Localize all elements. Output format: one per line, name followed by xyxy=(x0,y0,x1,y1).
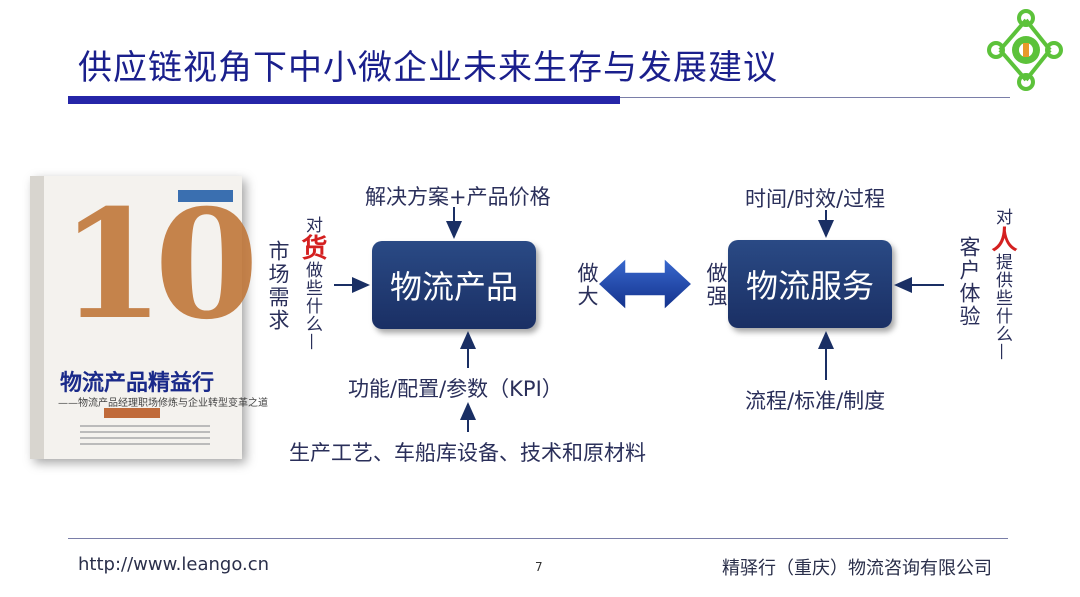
title-accent-bar xyxy=(68,96,620,104)
left-side-post: 做些什么— xyxy=(302,261,322,351)
grow-bigger-label: 做大 xyxy=(575,262,599,308)
double-arrow-icon xyxy=(596,256,694,312)
left-side-question: 对货做些什么— xyxy=(294,216,331,351)
footer-url[interactable]: http://www.leango.cn xyxy=(78,554,270,575)
book-title: 物流产品精益行 xyxy=(60,371,215,396)
market-demand-label: 市场需求 xyxy=(266,240,290,332)
right-side-post: 提供些什么— xyxy=(992,253,1012,361)
right-top-label: 时间/时效/过程 xyxy=(745,187,886,211)
book-series-badge xyxy=(178,190,233,202)
left-top-label: 解决方案+产品价格 xyxy=(365,185,551,209)
book-author-tag xyxy=(104,408,160,418)
book-fine-print xyxy=(80,425,210,445)
right-side-pre: 对 xyxy=(992,208,1012,226)
left-side-pre: 对 xyxy=(302,216,322,234)
left-side-emphasis: 货 xyxy=(297,234,327,261)
left-bottom-label-2: 生产工艺、车船库设备、技术和原材料 xyxy=(289,441,646,465)
customer-experience-label: 客户体验 xyxy=(957,236,981,328)
book-cover-number: 10 xyxy=(60,177,259,353)
left-bottom-label-1: 功能/配置/参数（KPI） xyxy=(348,377,563,401)
footer-divider xyxy=(68,538,1008,539)
right-side-emphasis: 人 xyxy=(987,226,1017,253)
company-logo-icon xyxy=(987,9,1063,91)
footer-company: 精驿行（重庆）物流咨询有限公司 xyxy=(722,558,992,579)
book-spine xyxy=(30,176,44,459)
grow-stronger-label: 做强 xyxy=(704,262,728,308)
logistics-product-box: 物流产品 xyxy=(372,241,536,329)
page-number: 7 xyxy=(535,560,543,574)
logistics-service-box: 物流服务 xyxy=(728,240,892,328)
right-side-question: 对人提供些什么— xyxy=(984,208,1021,361)
right-bottom-label: 流程/标准/制度 xyxy=(745,389,886,413)
slide-title: 供应链视角下中小微企业未来生存与发展建议 xyxy=(78,48,778,88)
book-subtitle: ——物流产品经理职场修炼与企业转型变革之道 xyxy=(58,398,268,409)
